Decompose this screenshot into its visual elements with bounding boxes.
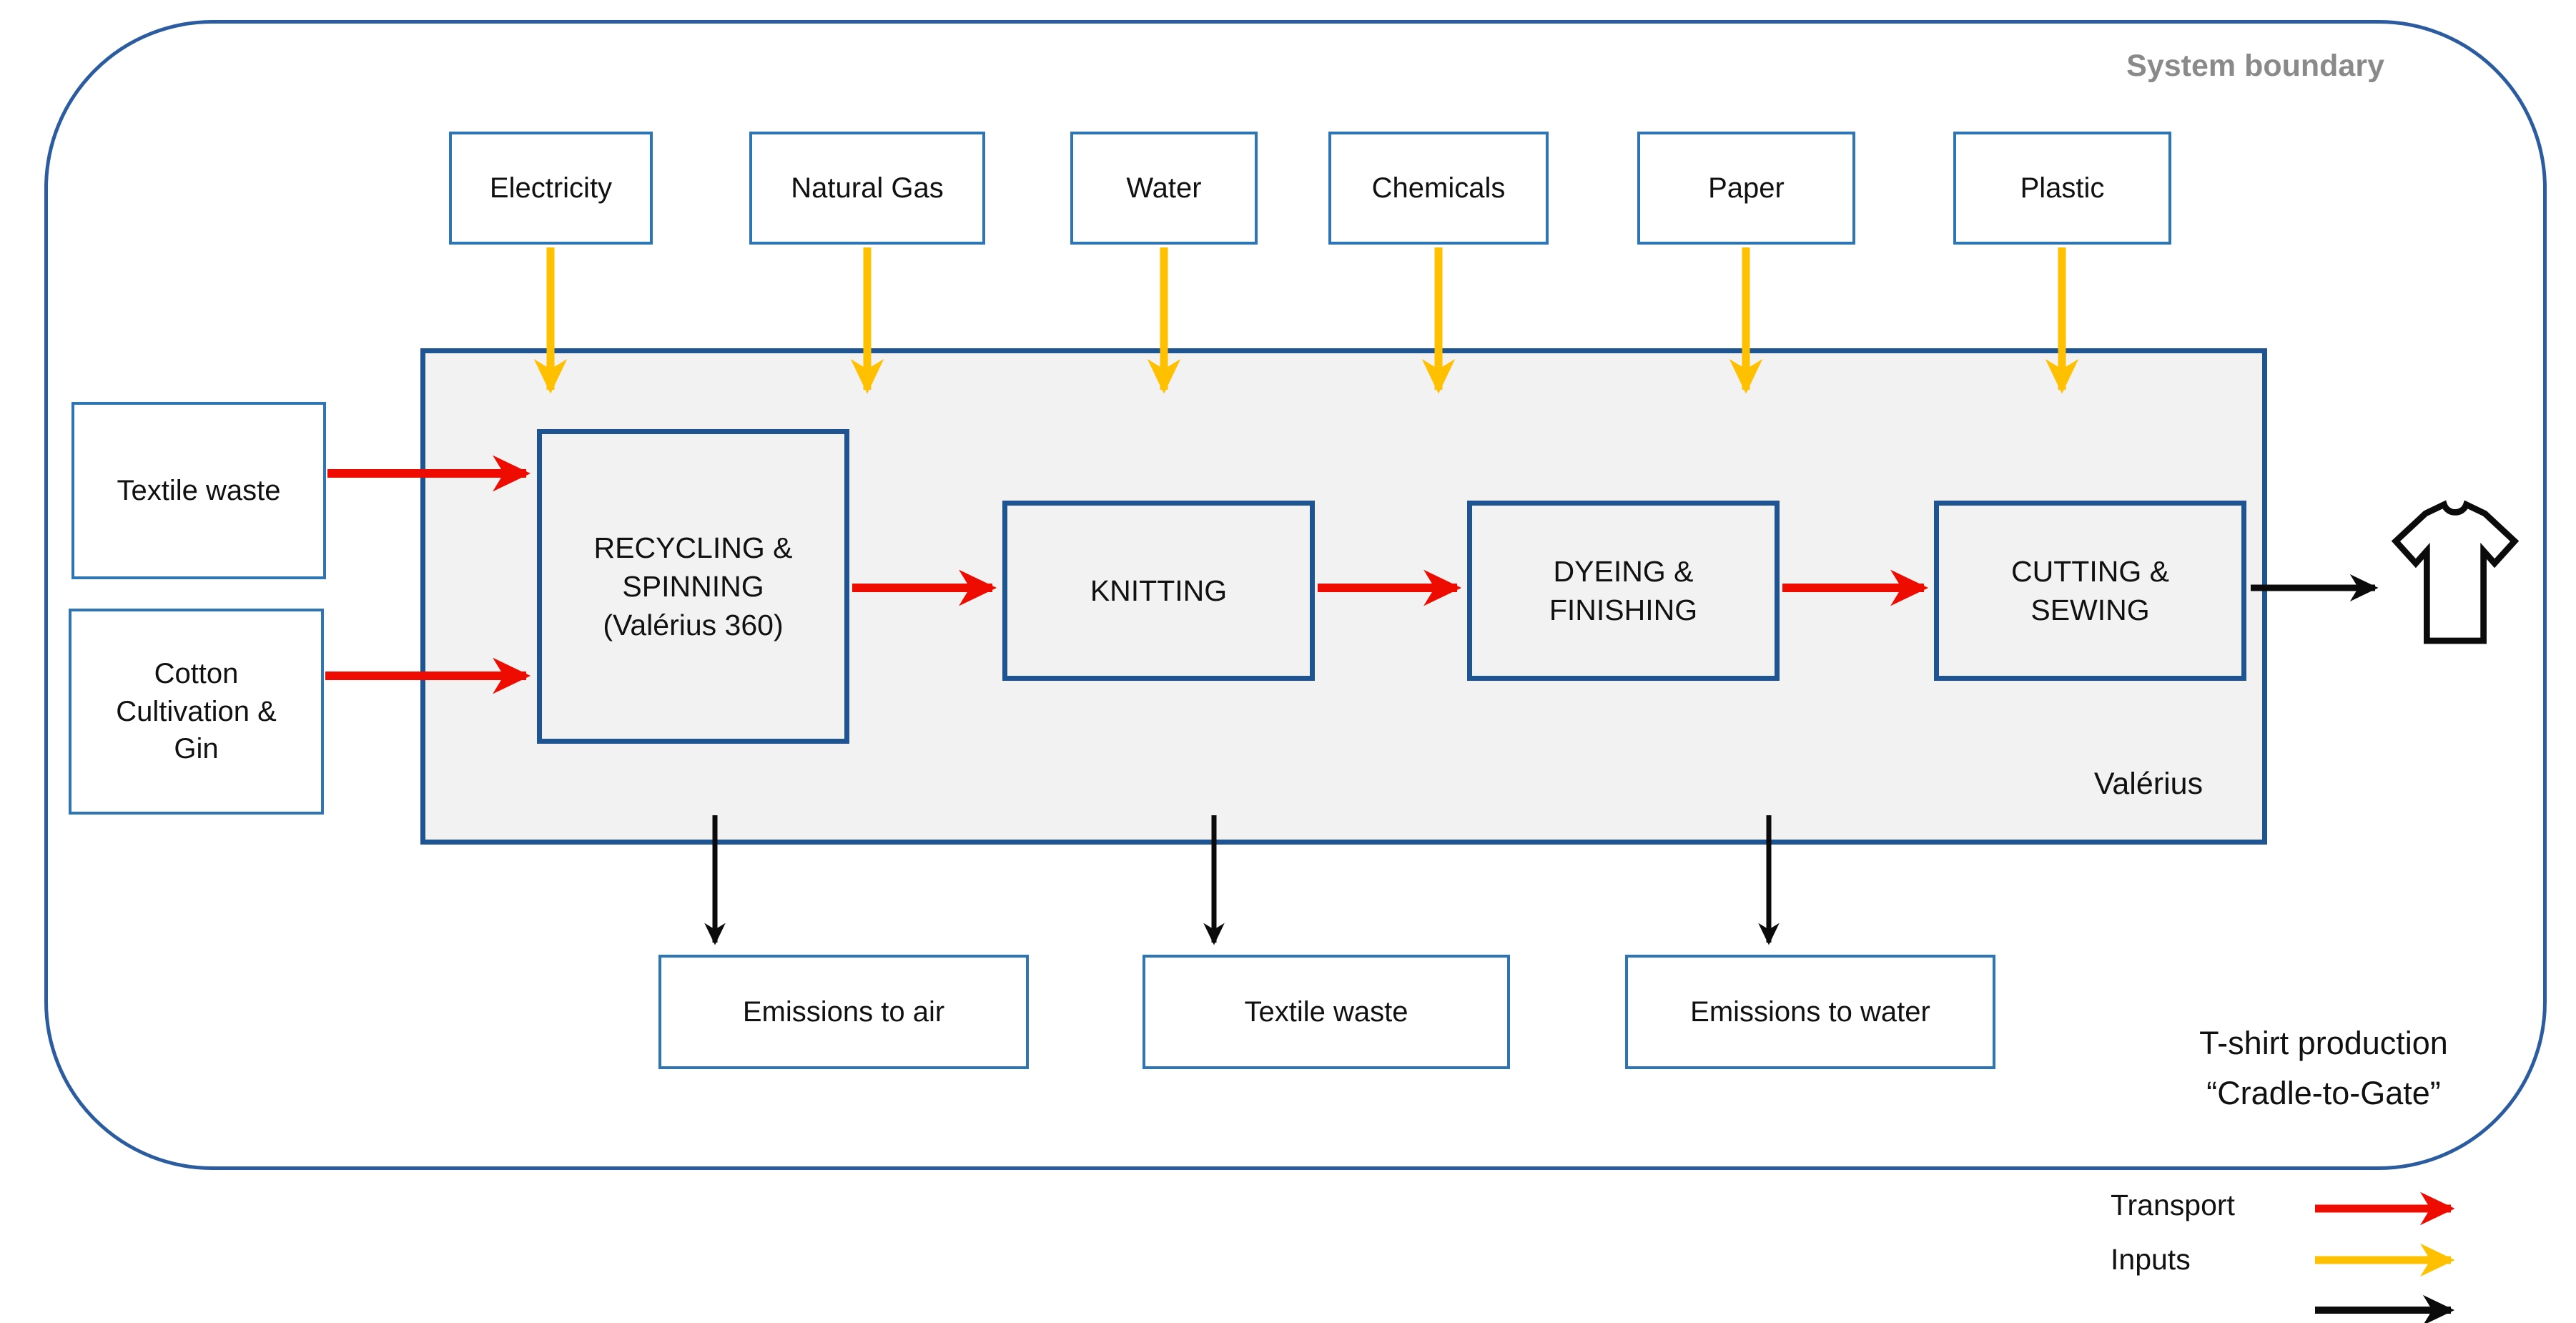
input-label-line: Cultivation & [116,695,277,727]
input-box-electricity: Electricity [449,132,653,245]
input-box-paper: Paper [1637,132,1855,245]
output-label: Textile waste [1244,995,1408,1028]
output-box-emissions-to-air: Emissions to air [658,955,1029,1069]
process-box-knitting: KNITTING [1002,501,1315,681]
process-label-line: FINISHING [1549,594,1698,626]
input-label: Electricity [489,172,613,204]
process-label-line: SPINNING [622,569,764,603]
t-shirt-icon [2391,500,2520,644]
legend-label-inputs: Inputs [2111,1243,2191,1276]
input-label-line: Cotton [154,657,239,689]
system-boundary-label: System boundary [2126,49,2384,83]
system-boundary-frame [44,20,2547,1170]
input-label: Textile waste [117,474,281,506]
input-label: Chemicals [1371,172,1506,204]
input-box-plastic: Plastic [1953,132,2171,245]
process-label-line: DYEING & [1553,554,1694,588]
input-box-textile-waste: Textile waste [71,402,326,579]
output-label: Emissions to water [1690,995,1930,1028]
input-box-water: Water [1070,132,1258,245]
output-box-emissions-to-water: Emissions to water [1625,955,1995,1069]
input-box-chemicals: Chemicals [1328,132,1549,245]
process-box-recycling-spinning: RECYCLING & SPINNING (Valérius 360) [537,429,849,744]
caption-line: “Cradle-to-Gate” [2206,1074,2441,1111]
caption-line: T-shirt production [2199,1025,2448,1061]
input-label: Natural Gas [791,172,944,204]
output-label: Emissions to air [742,995,945,1028]
legend-label-transport: Transport [2111,1189,2235,1221]
process-label-line: (Valérius 360) [603,609,784,642]
process-label-line: KNITTING [1090,574,1228,607]
process-label-line: SEWING [2030,594,2150,626]
process-label-line: RECYCLING & [593,531,793,564]
input-box-cotton-cultivation-gin: Cotton Cultivation & Gin [69,609,324,815]
process-box-cutting-sewing: CUTTING & SEWING [1934,501,2246,681]
process-label-line: CUTTING & [2011,554,2169,588]
input-box-natural-gas: Natural Gas [749,132,985,245]
input-label: Water [1126,172,1202,204]
company-label: Valérius [2093,767,2204,801]
input-label: Plastic [2020,172,2105,204]
input-label-line: Gin [174,733,219,765]
process-box-dyeing-finishing: DYEING & FINISHING [1467,501,1780,681]
diagram-caption: T-shirt production “Cradle-to-Gate” [2166,1018,2481,1118]
input-label: Paper [1708,172,1785,204]
output-box-textile-waste: Textile waste [1143,955,1510,1069]
